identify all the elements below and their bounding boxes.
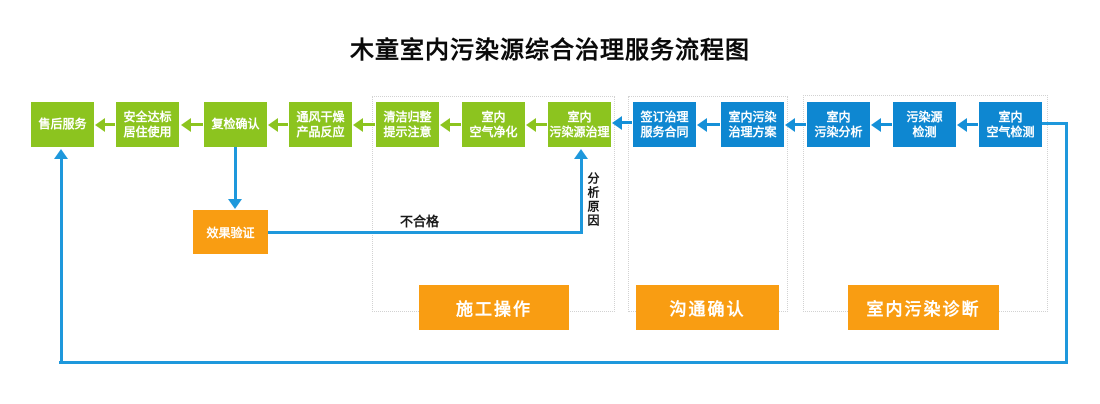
stage-label-text: 室内污染诊断 xyxy=(866,300,981,319)
node-indoor-air-purification: 室内空气净化 xyxy=(462,102,525,147)
node-label: 室内 xyxy=(481,109,506,124)
arrow-down-icon xyxy=(228,147,242,209)
node-label: 签订治理 xyxy=(640,109,689,124)
arrow-up-icon xyxy=(574,149,588,234)
node-label: 提示注意 xyxy=(383,124,432,139)
node-after-sales-service: 售后服务 xyxy=(31,102,94,147)
arrow-left-icon xyxy=(440,118,461,132)
stage-label-text: 沟通确认 xyxy=(669,300,746,319)
node-effect-verification: 效果验证 xyxy=(193,210,268,254)
label-analyze-reason: 分析原因 xyxy=(586,172,600,228)
node-pollution-source-detection: 污染源检测 xyxy=(893,102,956,147)
node-label: 空气检测 xyxy=(986,124,1035,139)
connector-line xyxy=(1042,122,1068,125)
node-label: 居住使用 xyxy=(123,124,172,139)
arrow-left-icon xyxy=(871,118,892,132)
connector-line xyxy=(59,361,1068,364)
page-title: 木童室内污染源综合治理服务流程图 xyxy=(350,37,750,64)
arrow-left-icon xyxy=(526,118,547,132)
arrow-left-icon xyxy=(95,118,115,132)
connector-line xyxy=(1065,122,1068,364)
node-label: 服务合同 xyxy=(640,124,689,139)
node-indoor-pollution-source-treatment: 室内污染源治理 xyxy=(548,102,611,147)
node-label: 室内 xyxy=(567,109,592,124)
node-ventilation-drying-reaction: 通风干燥产品反应 xyxy=(289,102,352,147)
node-indoor-air-detection: 室内空气检测 xyxy=(979,102,1042,147)
node-label: 清洁归整 xyxy=(383,109,432,124)
connector-line xyxy=(268,231,582,234)
node-label: 污染源 xyxy=(906,109,943,124)
node-label: 通风干燥 xyxy=(296,109,345,124)
node-label: 复检确认 xyxy=(211,117,260,131)
node-label: 治理方案 xyxy=(728,124,777,139)
node-indoor-pollution-analysis: 室内污染分析 xyxy=(807,102,870,147)
arrow-left-icon xyxy=(181,118,203,132)
node-indoor-pollution-treatment-plan: 室内污染治理方案 xyxy=(721,102,784,147)
node-label: 室内 xyxy=(998,109,1023,124)
arrow-left-icon xyxy=(697,118,720,132)
arrow-left-icon xyxy=(957,118,978,132)
stage-label-indoor-pollution-diagnosis: 室内污染诊断 xyxy=(848,285,999,330)
stage-label-construction-operation: 施工操作 xyxy=(419,285,569,330)
stage-label-communication-confirmation: 沟通确认 xyxy=(636,285,779,330)
stage-label-text: 施工操作 xyxy=(456,300,532,319)
arrow-left-icon xyxy=(612,116,632,130)
node-label: 效果验证 xyxy=(206,225,255,240)
arrow-left-icon xyxy=(268,118,288,132)
node-label: 室内污染 xyxy=(728,109,777,124)
node-sign-treatment-service-contract: 签订治理服务合同 xyxy=(633,102,696,147)
node-label: 室内 xyxy=(826,109,851,124)
arrow-left-icon xyxy=(353,118,375,132)
node-label: 污染源治理 xyxy=(549,124,610,139)
node-safety-compliant-living: 安全达标居住使用 xyxy=(116,102,179,147)
node-label: 污染分析 xyxy=(814,124,863,139)
node-label: 售后服务 xyxy=(38,117,87,131)
arrow-left-icon xyxy=(785,118,806,132)
node-label: 安全达标 xyxy=(123,109,172,124)
node-cleanup-reminder: 清洁归整提示注意 xyxy=(376,102,439,147)
arrow-up-icon xyxy=(54,149,68,364)
node-label: 检测 xyxy=(912,124,937,139)
node-label: 空气净化 xyxy=(469,124,518,139)
label-unqualified: 不合格 xyxy=(400,214,440,229)
node-recheck-confirmation: 复检确认 xyxy=(204,102,267,147)
node-label: 产品反应 xyxy=(296,124,345,139)
